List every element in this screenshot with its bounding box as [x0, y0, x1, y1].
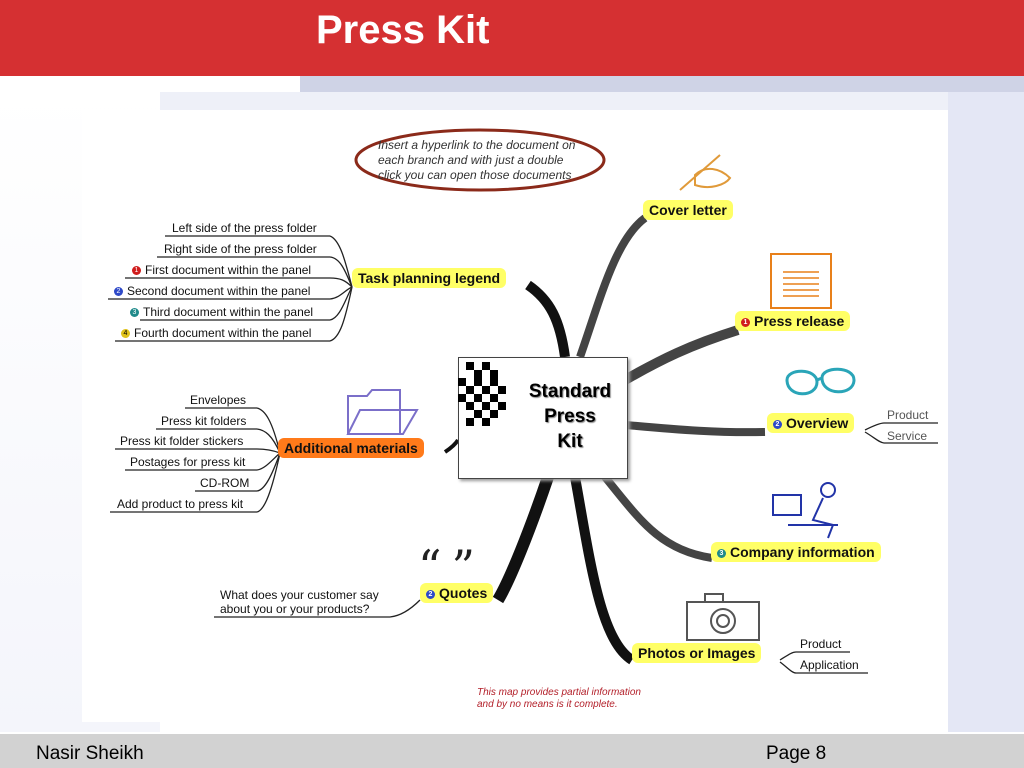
disclaimer-line: and by no means is it complete.	[477, 699, 618, 710]
priority-2-icon: 2	[773, 419, 782, 429]
priority-2-icon: 2	[114, 287, 123, 297]
top-panel	[160, 92, 948, 110]
branch-item-label: Second document within the panel	[127, 284, 311, 298]
page-number: Page 8	[766, 743, 827, 764]
press-release-label: Press release	[754, 313, 845, 329]
company-information-label: Company information	[730, 544, 875, 560]
header-bar	[0, 0, 1024, 76]
branch-item-label: Fourth document within the panel	[134, 326, 312, 340]
overview-label: Overview	[786, 415, 849, 431]
quotes-label: Quotes	[439, 585, 488, 601]
quotes-line: What does your customer say	[220, 588, 379, 602]
priority-2-icon: 2	[426, 589, 435, 599]
branch-item[interactable]: 1 First document within the panel	[132, 263, 311, 277]
disclaimer: This map provides partial information an…	[477, 687, 641, 711]
disclaimer-line: This map provides partial information	[477, 687, 641, 698]
center-line-3: Kit	[557, 431, 583, 452]
company-information-node[interactable]: 3 Company information	[711, 542, 881, 562]
hyperlink-note: Insert a hyperlink to the document on ea…	[378, 138, 575, 183]
branch-item-label: Third document within the panel	[143, 305, 314, 319]
branch-item[interactable]: Postages for press kit	[130, 455, 246, 469]
branch-item[interactable]: Right side of the press folder	[164, 242, 317, 256]
note-line: click you can open those documents	[378, 168, 572, 182]
center-label: Standard Press Kit	[520, 379, 620, 454]
author-name: Nasir Sheikh	[36, 743, 144, 764]
overview-node[interactable]: 2 Overview	[767, 413, 855, 433]
additional-materials-node[interactable]: Additional materials	[278, 438, 424, 458]
branch-item[interactable]: Press kit folder stickers	[120, 434, 244, 448]
note-line: Insert a hyperlink to the document on	[378, 138, 576, 152]
quotes-line: about you or your products?	[220, 602, 370, 616]
glasses-icon	[785, 367, 856, 396]
branch-item[interactable]: Product	[887, 408, 929, 422]
photos-node[interactable]: Photos or Images	[632, 643, 762, 663]
slide-title: Press Kit	[316, 8, 490, 52]
branch-item[interactable]: 2 Second document within the panel	[114, 284, 310, 298]
note-line: each branch and with just a double	[378, 153, 564, 167]
priority-3-icon: 3	[717, 548, 726, 558]
right-panel	[948, 92, 1024, 732]
writing-hand-icon	[679, 154, 732, 191]
branch-item[interactable]: Add product to press kit	[117, 497, 244, 511]
priority-1-icon: 1	[741, 317, 750, 327]
folder-icon	[346, 389, 419, 435]
branch-item[interactable]: Press kit folders	[161, 414, 247, 428]
branch-item-label: First document within the panel	[145, 263, 312, 277]
branch-item[interactable]: Application	[800, 658, 859, 672]
branch-item[interactable]: 3 Third document within the panel	[130, 305, 313, 319]
task-planning-node[interactable]: Task planning legend	[352, 268, 507, 288]
header-strip	[300, 76, 1024, 92]
computer-user-icon	[772, 482, 838, 539]
priority-4-icon: 4	[121, 329, 130, 339]
branch-item[interactable]: Service	[887, 429, 928, 443]
branch-item[interactable]: Product	[800, 637, 842, 651]
center-line-2: Press	[544, 406, 596, 427]
quotes-node[interactable]: 2 Quotes	[420, 583, 494, 603]
priority-1-icon: 1	[132, 266, 141, 276]
camera-icon	[686, 593, 760, 641]
cover-letter-node[interactable]: Cover letter	[643, 200, 733, 220]
priority-3-icon: 3	[130, 308, 139, 318]
scroll-document-icon	[770, 253, 832, 309]
footer-bar: Nasir Sheikh Page 8	[0, 734, 1024, 768]
branch-item[interactable]: Left side of the press folder	[172, 221, 317, 235]
branch-item[interactable]: CD-ROM	[200, 476, 250, 490]
quote-marks-icon: “”	[418, 540, 486, 594]
quotes-question[interactable]: What does your customer say about you or…	[220, 588, 379, 616]
center-line-1: Standard	[528, 381, 612, 402]
branch-item[interactable]: 4 Fourth document within the panel	[121, 326, 311, 340]
branch-item[interactable]: Envelopes	[190, 393, 247, 407]
press-release-node[interactable]: 1 Press release	[735, 311, 851, 331]
